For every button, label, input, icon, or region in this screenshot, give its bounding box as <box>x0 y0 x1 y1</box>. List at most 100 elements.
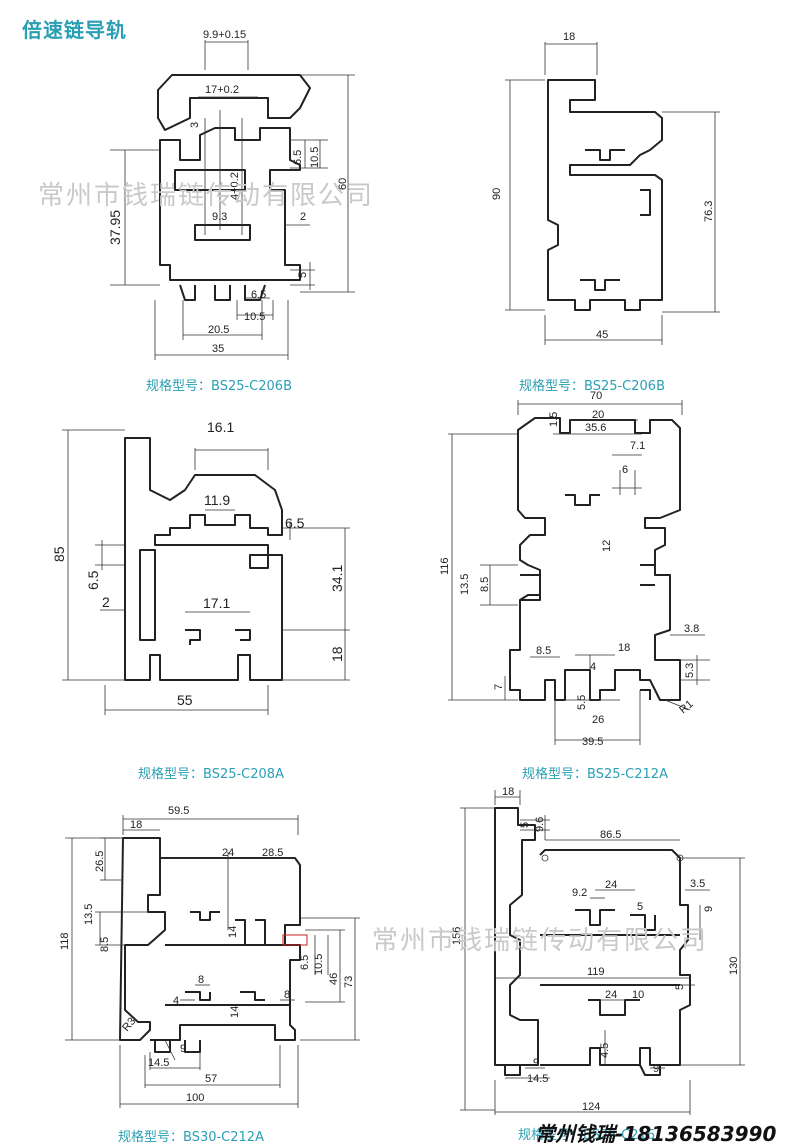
caption-profile-2: 规格型号：BS25-C206B <box>519 379 665 394</box>
profile-2-drawing: 18 90 76.3 45 <box>491 31 720 345</box>
p6-dim-top: 18 <box>502 786 514 798</box>
watermark: 常州市钱瑞链传动有限公司 <box>372 926 709 956</box>
p5-dim-14b: 14 <box>229 1006 241 1018</box>
p3-dim-2: 2 <box>102 594 110 610</box>
p4-dim-12: 12 <box>601 540 613 552</box>
p6-dim-height: 156 <box>451 927 463 945</box>
p5-dim-6-5: 6.5 <box>299 955 311 970</box>
p6-dim-right-9: 9 <box>653 1063 659 1075</box>
caption-profile-5: 规格型号：BS30-C212A <box>118 1130 264 1145</box>
p4-dim-26: 26 <box>592 714 604 726</box>
p6-dim-5c: 5 <box>674 984 686 990</box>
p1-dim-37-95: 37.95 <box>107 210 123 245</box>
p3-dim-17-1: 17.1 <box>203 595 230 611</box>
p2-dim-width: 45 <box>596 329 608 341</box>
p4-dim-width: 39.5 <box>582 736 603 748</box>
p5-dim-10-5: 10.5 <box>313 954 325 975</box>
p1-dim-20-5: 20.5 <box>208 324 229 336</box>
p6-dim-119: 119 <box>587 966 605 978</box>
p1-dim-bottom-10-5: 10.5 <box>244 311 265 323</box>
p1-dim-width: 35 <box>212 343 224 355</box>
p5-dim-14-5: 14.5 <box>148 1057 169 1069</box>
p5-dim-4: 4 <box>173 995 179 1007</box>
profile-5-drawing: 59.5 18 24 28.5 26.5 13.5 118 8.5 14 6.5… <box>59 805 360 1108</box>
p2-dim-76-3: 76.3 <box>703 201 715 222</box>
p3-dim-6-5: 6.5 <box>285 515 305 531</box>
p5-dim-r3: R3 <box>120 1015 138 1033</box>
p5-dim-57: 57 <box>205 1073 217 1085</box>
p3-dim-width: 55 <box>177 692 193 708</box>
p5-dim-73: 73 <box>343 976 355 988</box>
p4-dim-7: 7 <box>493 684 505 690</box>
p4-dim-5-5: 5.5 <box>576 695 588 710</box>
p1-dim-6-5: 6.5 <box>292 150 304 165</box>
p6-dim-130: 130 <box>728 957 740 975</box>
caption-profile-1: 规格型号：BS25-C206B <box>146 379 292 394</box>
p1-dim-10-5: 10.5 <box>309 147 321 168</box>
p5-dim-14a: 14 <box>227 926 239 938</box>
p1-dim-bottom-6-5: 6.5 <box>251 289 266 301</box>
p6-dim-5b: 5 <box>637 901 643 913</box>
p6-dim-24b: 24 <box>605 989 617 1001</box>
p4-dim-3-8: 3.8 <box>684 623 699 635</box>
p3-dim-top: 16.1 <box>207 419 234 435</box>
p5-dim-top: 59.5 <box>168 805 189 817</box>
p5-dim-8-5: 8.5 <box>99 937 111 952</box>
p1-dim-2: 2 <box>300 211 306 223</box>
p4-dim-top: 70 <box>590 390 602 402</box>
caption-profile-6: 规格型号：BS25-C216 <box>518 1128 656 1143</box>
p5-dim-24: 24 <box>222 847 234 859</box>
p4-dim-20: 20 <box>592 409 604 421</box>
p5-dim-26-5: 26.5 <box>94 851 106 872</box>
p5-dim-height: 118 <box>59 932 71 950</box>
caption-profile-3: 规格型号：BS25-C208A <box>138 767 284 782</box>
p4-dim-bottom-8-5: 8.5 <box>536 645 551 657</box>
p4-dim-5-3: 5.3 <box>684 663 696 678</box>
p5-dim-28-5: 28.5 <box>262 847 283 859</box>
profile-3-drawing: 16.1 11.9 6.5 85 6.5 34.1 2 17.1 18 55 <box>51 419 350 715</box>
p1-dim-5: 5 <box>297 272 309 278</box>
p4-dim-13-5: 13.5 <box>459 574 471 595</box>
p5-dim-width: 100 <box>186 1092 204 1104</box>
p3-dim-slot: 11.9 <box>204 492 230 508</box>
p5-dim-46: 46 <box>328 973 340 985</box>
p5-dim-8a: 8 <box>198 974 204 986</box>
contact-phone: 常州钱瑞-18136583990 <box>535 1122 777 1146</box>
p3-dim-34-1: 34.1 <box>329 565 345 592</box>
p1-dim-4: 4+0.2 <box>229 172 241 200</box>
p6-dim-width: 124 <box>582 1101 600 1113</box>
p6-dim-bottom-9: 9 <box>533 1057 539 1069</box>
p1-dim-height: 60 <box>337 178 349 190</box>
p6-dim-3-5: 3.5 <box>690 878 705 890</box>
p4-dim-7-1: 7.1 <box>630 440 645 452</box>
p3-dim-left-6-5: 6.5 <box>85 570 101 590</box>
p6-dim-5: 5 <box>519 822 531 828</box>
p2-dim-height: 90 <box>491 188 503 200</box>
p6-dim-24: 24 <box>605 879 617 891</box>
p5-dim-8b: 8 <box>284 989 290 1001</box>
p6-dim-9: 9 <box>703 906 715 912</box>
p4-dim-1-5: 1.5 <box>548 412 560 427</box>
p2-dim-top: 18 <box>563 31 575 43</box>
p6-dim-14-5: 14.5 <box>527 1073 548 1085</box>
p1-dim-slot: 17+0.2 <box>205 84 239 96</box>
p6-dim-10: 10 <box>632 989 644 1001</box>
p4-dim-4: 4 <box>590 661 596 673</box>
p4-dim-8-5: 8.5 <box>479 577 491 592</box>
profile-6-drawing: 18 5 9.6 86.5 156 9.2 24 3.5 5 9 130 119… <box>451 786 745 1115</box>
p3-dim-18: 18 <box>329 646 345 662</box>
p1-dim-3: 3 <box>189 122 201 128</box>
p6-dim-4-5: 4.5 <box>599 1043 611 1058</box>
watermark: 常州市钱瑞链传动有限公司 <box>38 181 375 211</box>
p6-dim-9-6: 9.6 <box>534 817 546 832</box>
p6-dim-86-5: 86.5 <box>600 829 621 841</box>
p4-dim-18: 18 <box>618 642 630 654</box>
p6-dim-9-2: 9.2 <box>572 887 587 899</box>
p1-dim-top-width: 9.9+0.15 <box>203 29 246 41</box>
p4-dim-35-6: 35.6 <box>585 422 606 434</box>
p1-dim-9-3: 9.3 <box>212 211 227 223</box>
p3-dim-height: 85 <box>51 546 67 562</box>
p4-dim-height: 116 <box>439 557 451 575</box>
p5-dim-9: 9 <box>180 1043 186 1055</box>
